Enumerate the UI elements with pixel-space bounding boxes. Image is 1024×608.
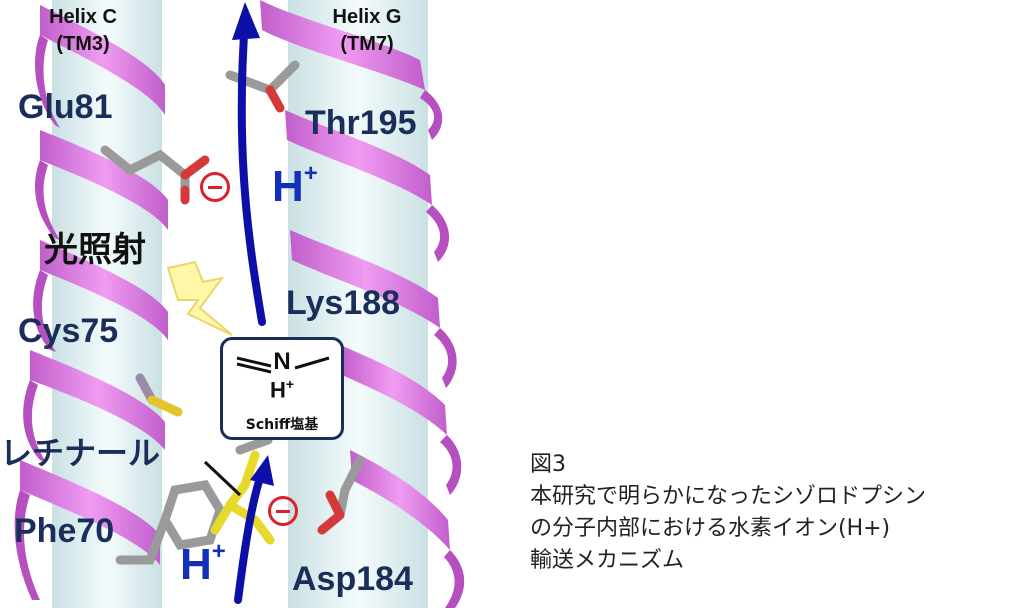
- figure-number: 図3: [530, 452, 566, 477]
- proton-arrow-lower-head: [250, 455, 274, 486]
- proton-symbol-upper: H: [272, 162, 304, 211]
- schiff-proton: H+: [223, 376, 341, 403]
- residue-label-asp184: Asp184: [292, 560, 413, 598]
- helix-g-label: Helix G (TM7): [312, 4, 422, 58]
- proton-arrow-up: [237, 16, 266, 326]
- helix-c-name: Helix C: [49, 6, 117, 28]
- light-irradiation-label: 光照射: [44, 230, 146, 270]
- figure-caption: 図3 本研究で明らかになったシゾロドプシン の分子内部における水素イオン(H+)…: [530, 449, 926, 577]
- residue-label-glu81: Glu81: [18, 88, 113, 126]
- cys75-sidechain: [135, 373, 183, 417]
- negative-charge-icon-glu81: [200, 172, 230, 202]
- schiff-proton-charge: +: [285, 376, 295, 392]
- retinal-sticks: [210, 435, 275, 545]
- residue-label-lys188: Lys188: [286, 284, 401, 322]
- helix-g-name: Helix G: [332, 6, 402, 28]
- helix-g-tm: (TM7): [340, 33, 394, 55]
- caption-line-1: 本研究で明らかになったシゾロドプシン: [530, 484, 927, 509]
- schiff-base-name: Schiff塩基: [245, 417, 319, 433]
- proton-charge-lower: +: [211, 538, 226, 565]
- retinal-leader-line: [203, 460, 242, 497]
- caption-line-3: 輸送メカニズム: [530, 548, 685, 573]
- retinal-label: レチナール: [0, 434, 161, 472]
- helix-c-label: Helix C (TM3): [28, 4, 138, 58]
- proton-label-upper: H+: [272, 160, 318, 212]
- negative-charge-icon-asp184: [268, 496, 298, 526]
- glu81-sidechain: [100, 145, 210, 205]
- residue-label-phe70: Phe70: [14, 512, 115, 550]
- proton-arrow-up-head: [232, 2, 260, 40]
- residue-label-cys75: Cys75: [18, 312, 119, 350]
- caption-line-2: の分子内部における水素イオン(H+): [530, 516, 891, 541]
- residue-label-thr195: Thr195: [305, 104, 417, 142]
- proton-charge-upper: +: [303, 160, 318, 187]
- schiff-nitrogen: N: [273, 348, 291, 375]
- helix-c-tm: (TM3): [56, 33, 110, 55]
- schiff-base-box: N H+ Schiff塩基: [220, 337, 344, 440]
- helix-c-ribbon: [14, 0, 168, 608]
- helix-g-ribbon: [260, 0, 465, 608]
- lightning-icon: [166, 260, 233, 336]
- schiff-bond-lines: [236, 356, 330, 374]
- schiff-proton-symbol: H: [269, 377, 286, 403]
- proton-label-lower: H+: [180, 538, 226, 590]
- proton-symbol-lower: H: [180, 540, 212, 589]
- phe70-sidechain: [115, 480, 225, 565]
- asp184-sidechain: [317, 455, 365, 535]
